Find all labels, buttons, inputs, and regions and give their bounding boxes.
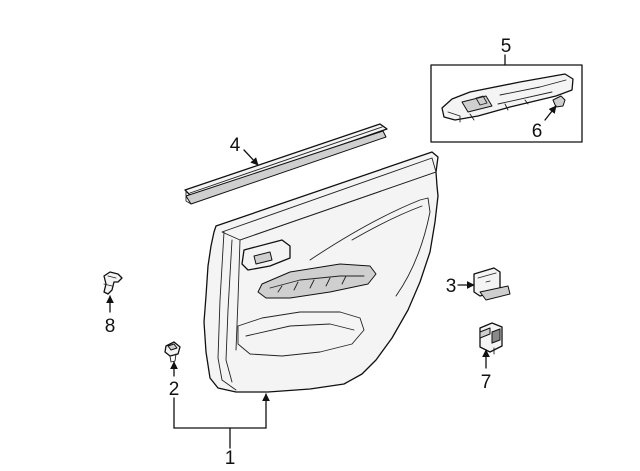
callout-4: 4: [230, 135, 241, 156]
switch-panel-part[interactable]: [441, 73, 574, 121]
callout-1: 1: [225, 448, 236, 469]
callout-6: 6: [532, 121, 543, 142]
retainer-part[interactable]: [103, 271, 123, 295]
callout-5: 5: [501, 36, 512, 57]
callout-7: 7: [481, 372, 492, 393]
belt-weatherstrip-part[interactable]: [184, 123, 388, 205]
inset-box-switch-panel: [430, 64, 583, 143]
leader-lines: [106, 54, 557, 449]
callout-2: 2: [169, 379, 180, 400]
door-trim-panel-part[interactable]: [203, 151, 439, 393]
switch-part[interactable]: [479, 322, 503, 357]
switch-clip-part[interactable]: [552, 95, 566, 108]
bracket-part[interactable]: [473, 267, 511, 301]
callout-8: 8: [105, 316, 116, 337]
trim-clip-part[interactable]: [164, 341, 181, 363]
callout-3: 3: [446, 276, 457, 297]
